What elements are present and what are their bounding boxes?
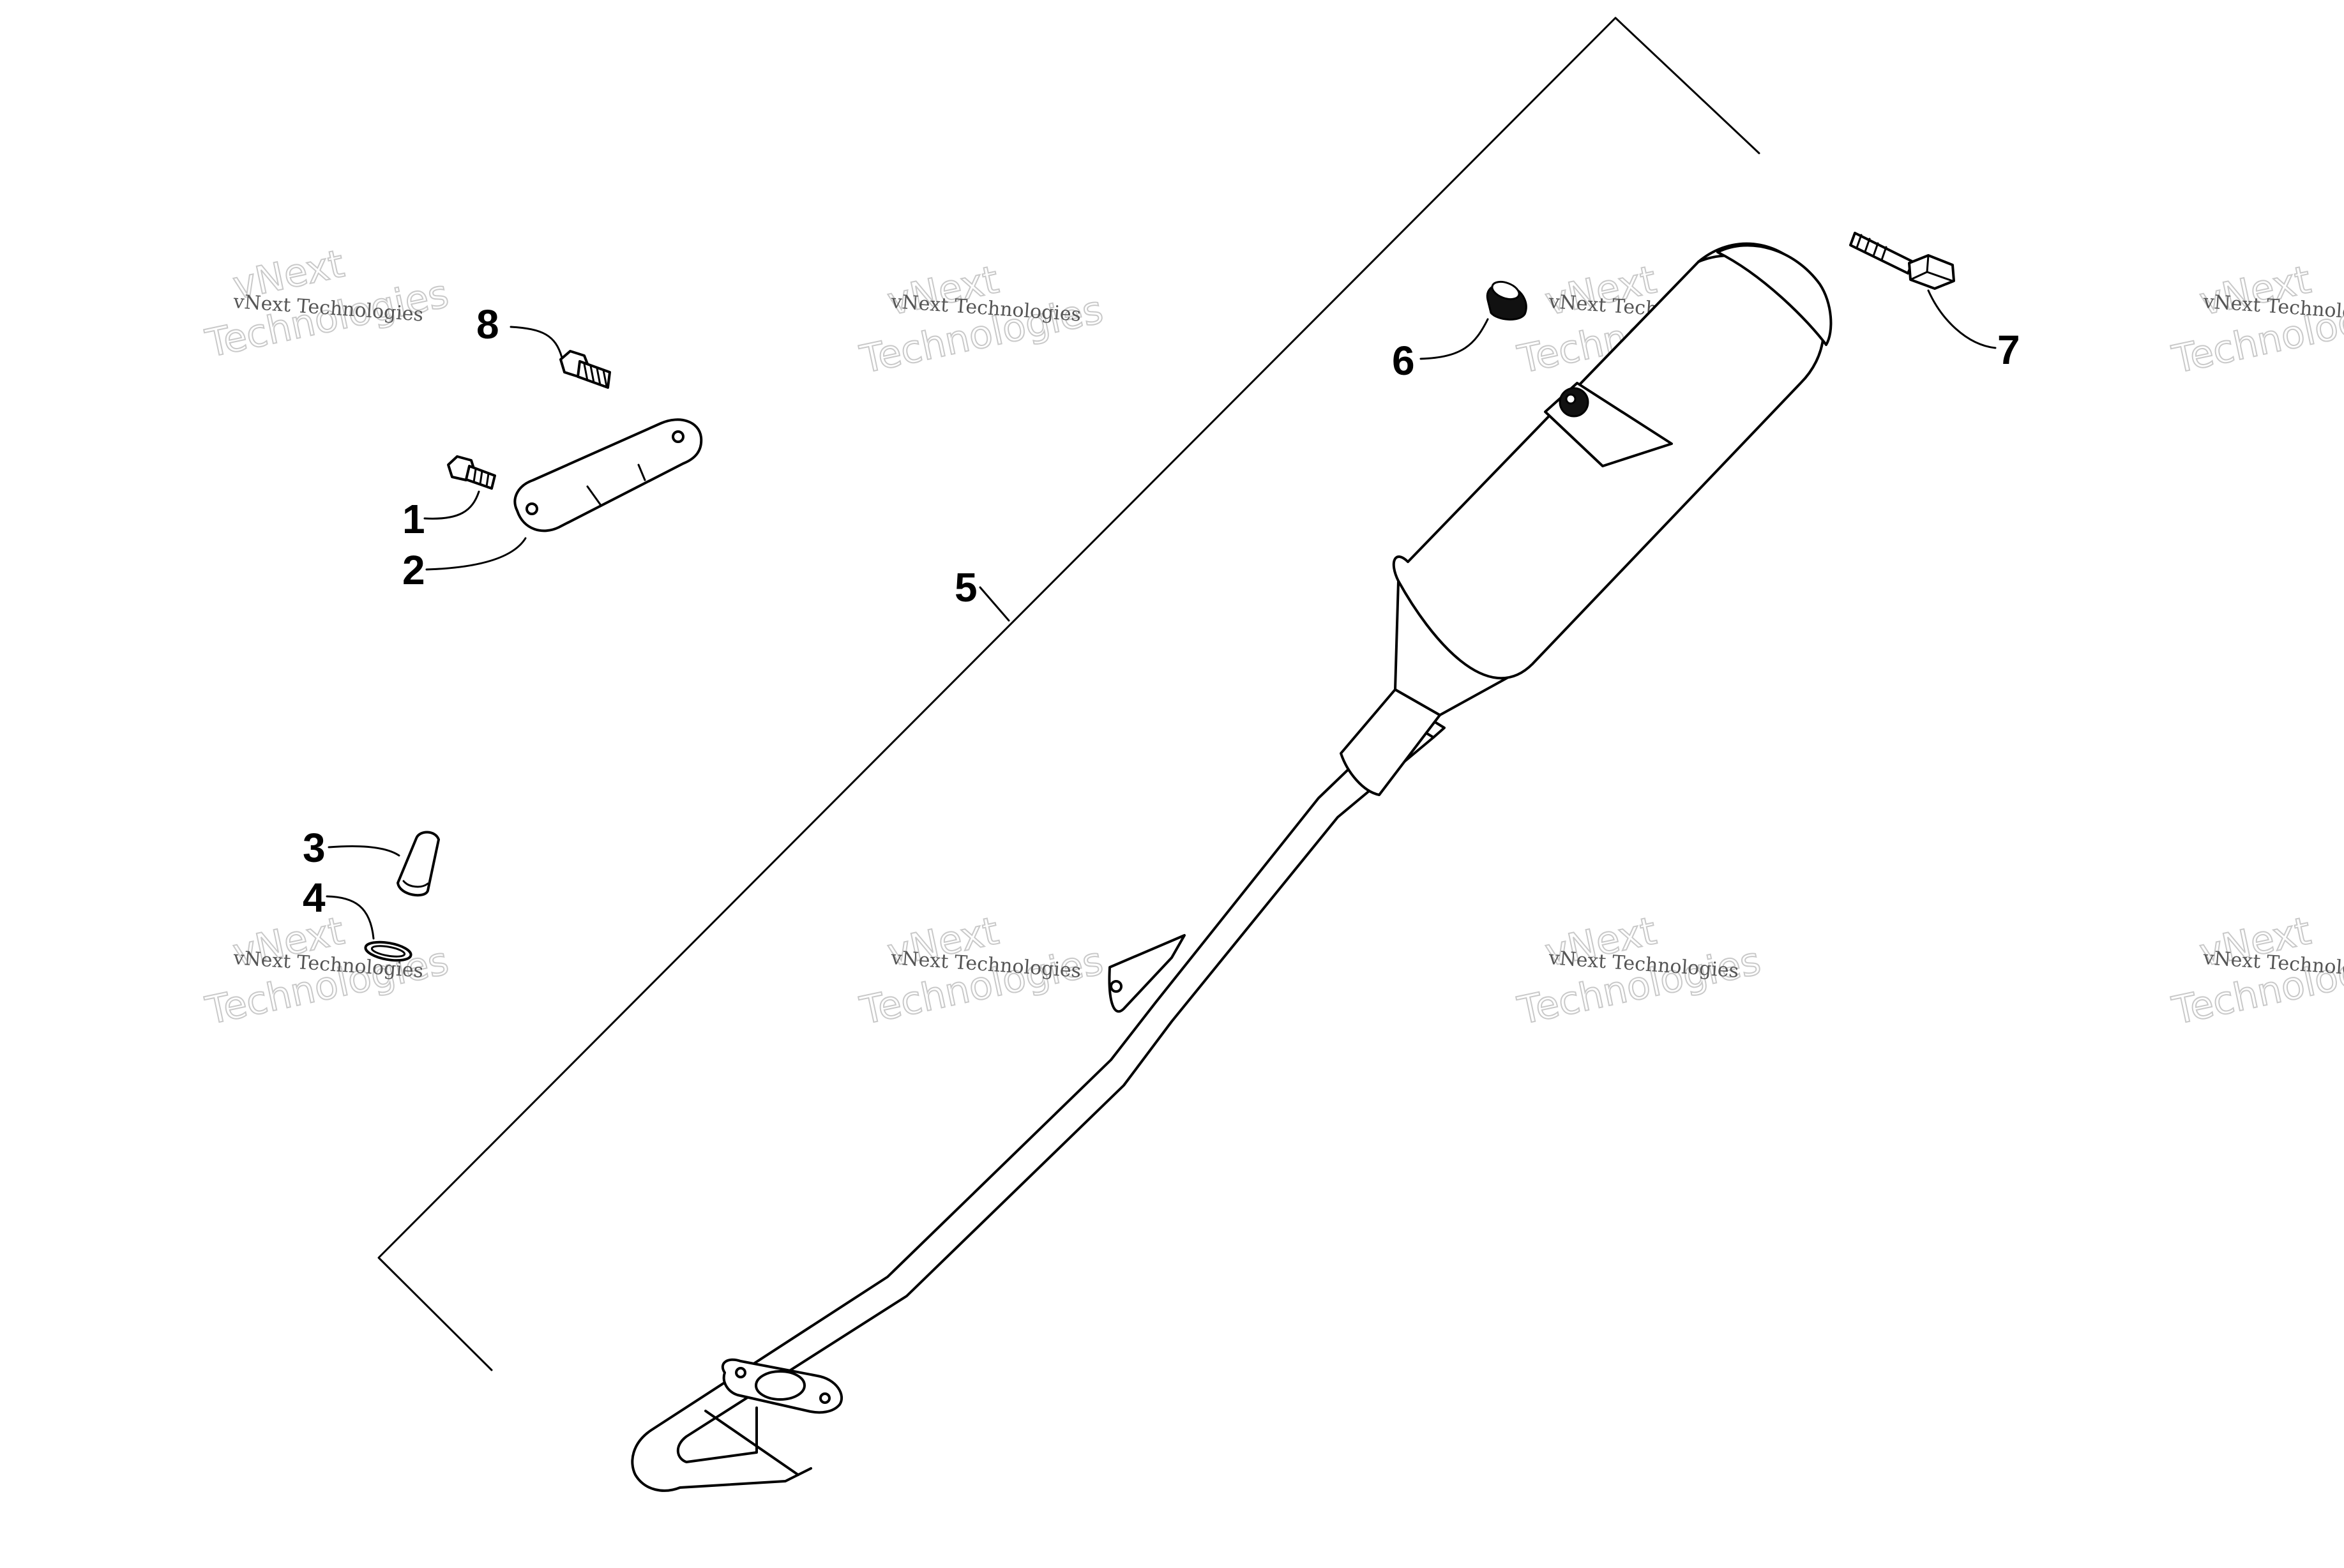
leader-7 xyxy=(1927,289,1997,349)
callout-3: 3 xyxy=(303,825,326,871)
leader-1 xyxy=(423,490,480,520)
watermark: vNext Technologies xyxy=(201,241,453,367)
callout-7: 7 xyxy=(1997,327,2020,373)
callout-1: 1 xyxy=(402,496,425,542)
exhaust-flange xyxy=(721,1358,843,1414)
leader-lines xyxy=(326,289,1997,940)
part-4-o-ring xyxy=(364,940,412,962)
pipe-sleeve xyxy=(1340,688,1441,796)
part-6-grommet xyxy=(1486,280,1527,320)
callout-4: 4 xyxy=(303,875,326,921)
part-2-bracket-plate xyxy=(513,418,703,532)
leader-3 xyxy=(328,845,400,857)
part-3-cap xyxy=(397,831,440,897)
leader-4 xyxy=(326,895,375,940)
muffler-end-cap xyxy=(1716,244,1833,346)
watermark-group: vNext Technologies vNext Technologies vN… xyxy=(201,241,2344,1034)
part-7-long-bolt xyxy=(1849,232,1955,290)
callout-5: 5 xyxy=(955,564,978,610)
callout-8: 8 xyxy=(476,301,499,347)
leader-5 xyxy=(979,586,1010,622)
part-8-stud-bolt xyxy=(559,350,611,389)
assembly-bracket xyxy=(377,17,1760,1371)
callout-6: 6 xyxy=(1392,338,1415,384)
part-1-hex-bolt xyxy=(447,455,496,490)
leader-8 xyxy=(510,326,563,359)
callout-labels: 8 1 2 3 4 5 6 7 xyxy=(303,301,2020,921)
leader-2 xyxy=(425,537,527,571)
pipe-mount-bracket xyxy=(1108,934,1186,1013)
leader-6 xyxy=(1419,318,1489,360)
part-5-muffler-exhaust xyxy=(631,242,1833,1492)
callout-2: 2 xyxy=(402,547,425,593)
